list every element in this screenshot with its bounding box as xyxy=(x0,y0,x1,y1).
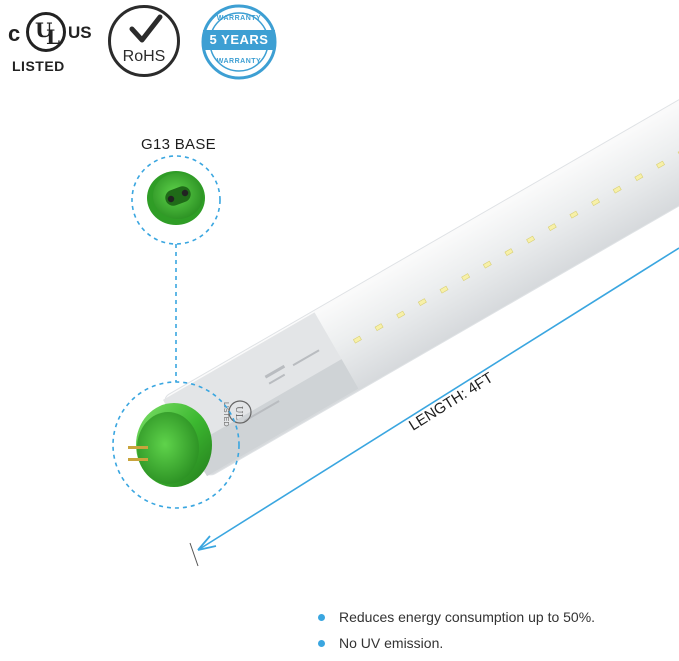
length-dimension-line xyxy=(197,247,679,551)
feature-list: Reduces energy consumption up to 50%. No… xyxy=(318,609,595,661)
rohs-logo: RoHS xyxy=(108,5,180,77)
rohs-text: RoHS xyxy=(122,48,166,65)
cap-listed-text: LISTED xyxy=(222,402,229,427)
ul-us-mark: US xyxy=(68,23,92,42)
bullet-icon xyxy=(318,614,325,621)
g13-base-icon xyxy=(147,171,205,225)
g13-base-label: G13 BASE xyxy=(141,136,216,153)
warranty-bottom-text: WARRANTY xyxy=(216,58,262,65)
pin-icon xyxy=(128,446,148,449)
list-item: No UV emission. xyxy=(318,635,595,651)
checkmark-icon xyxy=(129,14,163,43)
feature-text: No UV emission. xyxy=(339,635,444,651)
ul-c-mark: c xyxy=(8,21,21,46)
tube-end-cap xyxy=(128,403,212,487)
ul-listed-text: LISTED xyxy=(12,58,65,74)
arrowhead-icon xyxy=(197,535,217,551)
pin-icon xyxy=(128,458,148,461)
tube-body xyxy=(163,90,679,477)
list-item: Reduces energy consumption up to 50%. xyxy=(318,609,595,625)
dimension-tick xyxy=(189,542,199,567)
warranty-years-banner: 5 YEARS xyxy=(203,30,275,50)
svg-text:UL: UL xyxy=(233,406,243,420)
g13-base-highlight-circle xyxy=(131,155,221,245)
bullet-icon xyxy=(318,640,325,647)
tube-print-marks xyxy=(243,349,320,422)
warranty-top-text: WARRANTY xyxy=(216,15,262,22)
warranty-badge: WARRANTY 5 YEARS WARRANTY xyxy=(200,3,278,81)
feature-text: Reduces energy consumption up to 50%. xyxy=(339,609,596,625)
led-chip-row xyxy=(352,148,679,344)
